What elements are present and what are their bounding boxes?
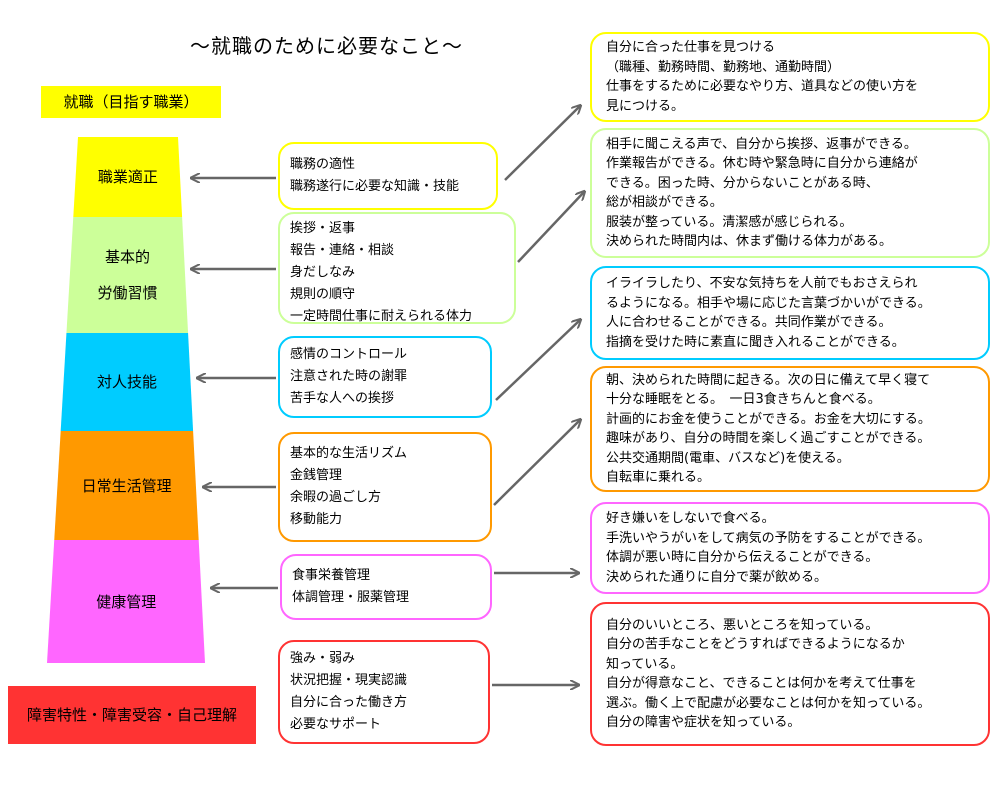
- detail-box-health: 好き嫌いをしないで食べる。手洗いやうがいをして病気の予防をすることができる。体調…: [590, 502, 990, 594]
- detail-box-line: 好き嫌いをしないで食べる。: [606, 511, 775, 526]
- middle-box-self-understanding: 強み・弱み状況把握・現実認識自分に合った働き方必要なサポート: [278, 640, 490, 744]
- middle-box-line: 報告・連絡・相談: [290, 243, 395, 258]
- detail-box-line: 知っている。: [606, 656, 684, 672]
- detail-box-line: 作業報告ができる。休む時や緊急時に自分から連絡が: [606, 156, 918, 171]
- middle-box-line: 体調管理・服薬管理: [292, 590, 410, 605]
- detail-box-interpersonal: イライラしたり、不安な気持ちを人前でもおさえられるようになる。相手や場に応じた言…: [590, 266, 990, 360]
- detail-box-line: 朝、決められた時間に起きる。次の日に備えて早く寝て: [606, 372, 931, 388]
- middle-box-line: 身だしなみ: [290, 265, 356, 280]
- detail-box-line: るようになる。相手や場に応じた言葉づかいができる。: [606, 295, 931, 311]
- tier-label-line: 職業適正: [97, 168, 158, 186]
- detail-box-line: 計画的にお金を使うことができる。お金を大切にする。: [606, 411, 931, 427]
- tier-label-line: 基本的: [104, 248, 150, 266]
- page-title: ～就職のために必要なこと～: [190, 34, 463, 58]
- arrow-to-detail-job-aptitude: [504, 106, 580, 181]
- tier-interpersonal: [60, 333, 194, 431]
- detail-box-line: 総が相談ができる。: [606, 195, 723, 210]
- middle-box-line: 金銭管理: [290, 468, 343, 483]
- middle-box-line: 強み・弱み: [290, 651, 356, 666]
- detail-box-line: 体調が悪い時に自分から伝えることができる。: [606, 550, 879, 565]
- detail-box-line: 相手に聞こえる声で、自分から挨拶、返事ができる。: [606, 136, 917, 152]
- detail-box-line: 指摘を受けた時に素直に聞き入れることができる。: [606, 334, 905, 350]
- tier-job-aptitude-label: 職業適正: [48, 162, 208, 192]
- detail-box-line: 自分が得意なこと、できることは何かを考えて仕事を: [606, 676, 917, 691]
- middle-box-job-aptitude: 職務の適性職務遂行に必要な知識・技能: [278, 142, 498, 210]
- detail-box-line: 十分な睡眠をとる。 一日3食きちんと食べる。: [606, 392, 881, 407]
- middle-box-line: 挨拶・返事: [290, 221, 356, 236]
- tier-health-label: 健康管理: [46, 587, 206, 617]
- detail-box-line: 自転車に乗れる。: [606, 470, 711, 485]
- middle-box-line: 注意された時の謝罪: [290, 369, 408, 384]
- tier-label-line: 日常生活管理: [81, 476, 172, 495]
- middle-box-line: 感情のコントロール: [290, 347, 408, 362]
- detail-box-line: 趣味があり、自分の時間を楽しく過ごすことができる。: [606, 431, 931, 446]
- middle-box-line: 職務遂行に必要な知識・技能: [290, 179, 460, 194]
- tier-interpersonal-label: 対人技能: [47, 367, 207, 397]
- tier-label-line: 健康管理: [96, 592, 157, 611]
- middle-box-line: 食事栄養管理: [292, 568, 371, 583]
- middle-box-line: 職務の適性: [290, 157, 356, 172]
- detail-box-line: できる。困った時、分からないことがある時、: [606, 175, 879, 191]
- detail-box-line: 人に合わせることができる。共同作業ができる。: [606, 315, 892, 330]
- detail-box-line: 服装が整っている。清潔感が感じられる。: [606, 214, 853, 230]
- tier-label-line: 対人技能: [97, 373, 158, 391]
- detail-box-line: 自分の障害や症状を知っている。: [606, 715, 801, 730]
- detail-box-job-aptitude: 自分に合った仕事を見つける （職種、勤務時間、勤務地、通勤時間） 仕事をするために必…: [590, 32, 990, 122]
- arrow-to-detail-work-habits: [517, 192, 584, 263]
- detail-box-work-habits: 相手に聞こえる声で、自分から挨拶、返事ができる。作業報告ができる。休む時や緊急時…: [590, 128, 990, 258]
- middle-box-line: 苦手な人への挨拶: [290, 391, 395, 406]
- middle-box-line: 基本的な生活リズム: [290, 446, 408, 461]
- detail-box-line: 手洗いやうがいをして病気の予防をすることができる。: [606, 530, 931, 546]
- middle-box-line: 自分に合った働き方: [290, 695, 408, 710]
- middle-box-line: 必要なサポート: [290, 717, 382, 732]
- detail-box-line: 自分の苦手なことをどうすればできるようになるか: [606, 637, 905, 652]
- detail-box-daily-life: 朝、決められた時間に起きる。次の日に備えて早く寝て十分な睡眠をとる。 一日3食き…: [590, 366, 990, 492]
- detail-box-line: 選ぶ。働く上で配慮が必要なことは何かを知っている。: [606, 695, 931, 711]
- middle-box-line: 移動能力: [290, 512, 343, 527]
- middle-box-line: 規則の順守: [290, 287, 356, 302]
- detail-box-line: イライラしたり、不安な気持ちを人前でもおさえられ: [606, 276, 918, 291]
- detail-box-self-understanding: 自分のいいところ、悪いところを知っている。自分の苦手なことをどうすればできるよう…: [590, 602, 990, 746]
- tier-job-aptitude: [73, 137, 183, 217]
- detail-box-line: 決められた通りに自分で薬が飲める。: [606, 569, 828, 585]
- middle-box-health: 食事栄養管理体調管理・服薬管理: [280, 554, 492, 620]
- tier-daily-life-label: 日常生活管理: [47, 471, 207, 501]
- detail-box-line: （職種、勤務時間、勤務地、通勤時間）: [606, 59, 841, 75]
- middle-box-daily-life: 基本的な生活リズム金銭管理余暇の過ごし方移動能力: [278, 432, 492, 542]
- detail-box-line: 公共交通期間(電車、バスなど)を使える。: [606, 450, 850, 466]
- detail-box-line: 見につける。: [606, 98, 685, 114]
- tier-work-habits-label: 基本的労働習慣: [47, 242, 207, 308]
- tier-work-habits: [66, 217, 189, 333]
- detail-box-line: 決められた時間内は、休まず働ける体力がある。: [606, 234, 893, 249]
- middle-box-line: 余暇の過ごし方: [290, 490, 382, 505]
- detail-box-line: 仕事をするために必要なやり方、道具などの使い方を: [606, 79, 919, 94]
- middle-box-work-habits: 挨拶・返事報告・連絡・相談身だしなみ規則の順守一定時間仕事に耐えられる体力: [278, 212, 516, 324]
- middle-box-interpersonal: 感情のコントロール注意された時の謝罪苦手な人への挨拶: [278, 336, 492, 418]
- detail-box-line: 自分のいいところ、悪いところを知っている。: [606, 617, 879, 633]
- middle-box-line: 状況把握・現実認識: [290, 673, 408, 688]
- tier-health: [47, 540, 205, 663]
- detail-box-line: 自分に合った仕事を見つける: [606, 40, 776, 55]
- tier-label-line: 労働習慣: [97, 284, 158, 302]
- tier-daily-life: [54, 431, 199, 540]
- arrow-to-detail-interpersonal: [495, 320, 580, 401]
- foundation-label: 障害特性・障害受容・自己理解: [8, 686, 256, 744]
- goal-label: 就職（目指す職業）: [41, 86, 221, 118]
- arrow-to-detail-daily-life: [493, 420, 580, 506]
- middle-box-line: 一定時間仕事に耐えられる体力: [290, 309, 473, 324]
